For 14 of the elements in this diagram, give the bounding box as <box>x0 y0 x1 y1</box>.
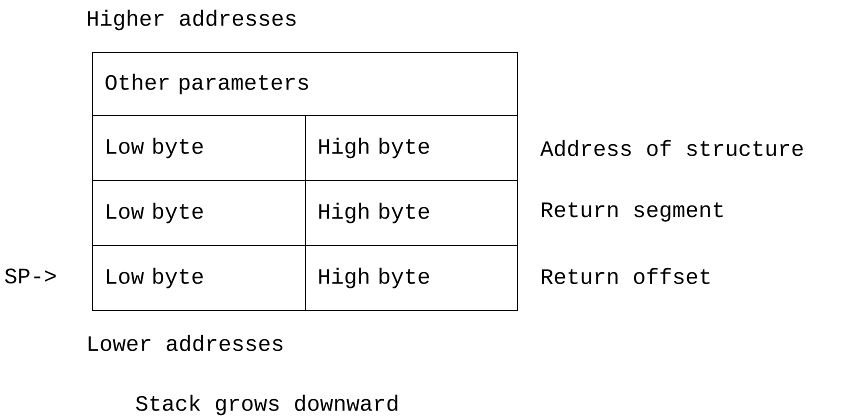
stack-cell: Other parameters <box>92 52 518 116</box>
note: Stack grows downward <box>136 394 398 416</box>
stack-cell: High byte <box>305 180 518 246</box>
row-description: Return segment <box>542 202 723 222</box>
row-description: Return offset <box>542 268 710 284</box>
stack-cell: Low byte <box>92 115 306 181</box>
pointer-label: SP-> <box>5 268 56 284</box>
stack-cell: High byte <box>305 115 518 181</box>
stack-cell: Low byte <box>92 245 306 311</box>
stack-cell: High byte <box>305 245 518 311</box>
row-description: Address of structure <box>540 140 803 156</box>
address-label: Higher addresses <box>88 10 296 30</box>
address-label: Lower addresses <box>88 334 282 352</box>
stack-cell: Low byte <box>92 180 306 246</box>
